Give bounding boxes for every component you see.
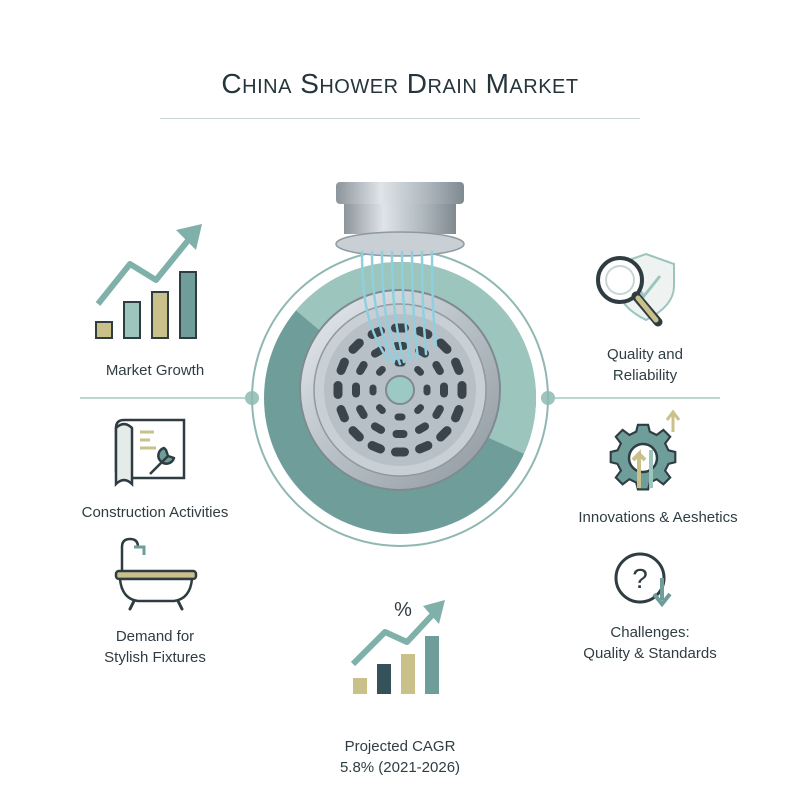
drain-slot bbox=[348, 426, 364, 442]
challenges-label: Challenges: Quality & Standards bbox=[550, 622, 750, 664]
demand-label-line2: Stylish Fixtures bbox=[104, 649, 206, 666]
drain-slot bbox=[333, 381, 343, 399]
drain-slot bbox=[356, 404, 368, 420]
drain-slot bbox=[414, 365, 425, 376]
drain-slot bbox=[423, 384, 431, 396]
demand-label-line1: Demand for bbox=[115, 628, 195, 645]
title-divider bbox=[160, 118, 640, 119]
construction-label: Construction Activities bbox=[81, 504, 229, 521]
drain-slot bbox=[336, 405, 349, 423]
drain-slot bbox=[369, 384, 377, 396]
drain-slot bbox=[336, 357, 349, 375]
drain-slot bbox=[370, 422, 386, 434]
drain-slot bbox=[451, 357, 464, 375]
quality-label-line2: Reliability bbox=[612, 367, 678, 384]
drain-slot bbox=[436, 426, 452, 442]
question-symbol: ? bbox=[632, 563, 648, 594]
drain-slot bbox=[392, 430, 408, 438]
drain-slot bbox=[348, 338, 364, 354]
challenges-label-line1: Challenges: bbox=[610, 624, 690, 641]
drain-slot bbox=[414, 422, 430, 434]
magnifier-shield-icon bbox=[596, 252, 675, 327]
cagr-growth-icon: % bbox=[350, 599, 445, 694]
bathtub-icon bbox=[114, 537, 198, 611]
drain-slot bbox=[414, 404, 425, 415]
blueprint-wrench-icon bbox=[114, 418, 186, 488]
market-growth-label: Market Growth bbox=[105, 362, 205, 379]
drain-slot bbox=[352, 382, 360, 398]
cagr-label-line2: 5.8% (2021-2026) bbox=[339, 759, 461, 776]
drain-slot bbox=[436, 338, 452, 354]
drain-slot bbox=[451, 405, 464, 423]
market-growth-icon bbox=[95, 224, 202, 339]
challenges-label-line2: Quality & Standards bbox=[583, 645, 717, 662]
drain-slot bbox=[457, 381, 467, 399]
drain-slot bbox=[356, 360, 368, 376]
page-title: China Shower Drain Market bbox=[221, 68, 579, 99]
drain-slot bbox=[391, 447, 409, 457]
drain-slot bbox=[394, 413, 406, 421]
demand-label: Demand for Stylish Fixtures bbox=[60, 626, 250, 668]
drain-slot bbox=[415, 441, 433, 454]
drain-slot bbox=[375, 365, 386, 376]
gear-arrow-icon bbox=[609, 409, 681, 491]
quality-label: Quality and Reliability bbox=[560, 344, 730, 386]
drain-slot bbox=[432, 360, 444, 376]
drain-slot bbox=[440, 382, 448, 398]
drain-slot bbox=[367, 441, 385, 454]
cagr-label: Projected CAGR 5.8% (2021-2026) bbox=[300, 736, 500, 778]
innovations-label: Innovations & Aeshetics bbox=[578, 509, 738, 526]
quality-label-line1: Quality and bbox=[607, 346, 683, 363]
drain-slot bbox=[375, 404, 386, 415]
question-down-arrow-icon: ? bbox=[614, 552, 672, 608]
drain-slot bbox=[432, 404, 444, 420]
cagr-label-line1: Projected CAGR bbox=[344, 738, 456, 755]
percent-symbol: % bbox=[394, 599, 412, 621]
